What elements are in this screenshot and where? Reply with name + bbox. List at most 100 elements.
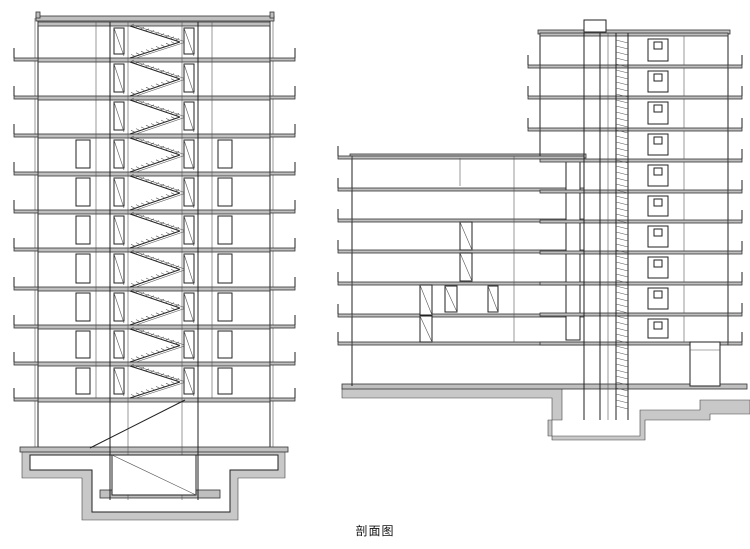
stair-tread [144,178,150,182]
core-door-left [113,177,125,207]
stair-tread [170,116,176,119]
stair-tread [134,25,140,28]
stair-tread [140,88,146,92]
stair-flight-edge [135,307,187,326]
stair-tread [169,36,175,40]
low-block-balcony [337,155,353,160]
stair-tread [154,106,160,109]
shaft-ladder-rung [615,267,629,272]
tower-entry [689,341,721,387]
balcony-left [13,361,39,366]
shaft-ladder-rung [615,351,629,356]
stair-tread [140,164,146,168]
stair-tread [145,389,151,392]
core-door-right [183,101,195,131]
core-door-right [183,215,195,245]
stair-tread [174,113,180,116]
stair-tread [129,59,135,63]
shaft-ladder-rung [615,135,629,140]
tower-floor [539,219,729,224]
stair-tread [169,187,175,190]
stair-tread [130,54,136,57]
stair-tread [159,107,165,111]
shaft-ladder-rung [615,171,629,176]
window-frame-left [75,177,91,207]
stair-tread [175,152,181,156]
stair-tread [149,218,155,222]
stair-tread [160,119,166,123]
floor-slab [37,397,271,403]
stair-tread [159,33,165,36]
door-swing [183,177,195,209]
stair-tread [134,137,140,140]
low-block-balcony [337,218,353,223]
parapet-left [35,11,41,19]
door-swing [183,292,195,324]
stair-tread [129,288,135,292]
balcony-right [269,95,296,100]
low-block-balcony [337,249,353,254]
stair-flight-edge [135,345,187,363]
stair-flight-edge [135,290,187,309]
door-swing [183,27,195,57]
stair-tread [149,66,155,70]
stair-tread [150,161,156,164]
stair-tread [135,90,141,93]
stair-tread [129,97,135,101]
sanitary-icon [653,104,663,113]
door-swing [183,139,195,171]
shaft-ladder-rung [615,39,629,44]
stair-tread [144,293,150,297]
low-block-balcony [337,313,353,318]
floor-slab [37,133,271,139]
shaft-ladder-rung [615,303,629,308]
stair-tread [130,358,136,361]
stair-tread [175,379,181,383]
tower-floor [539,127,729,132]
stair-tread [134,365,140,368]
stair-tread [149,180,155,184]
stair-flight-edge [135,25,187,43]
stair-tread [154,297,160,300]
shaft-ladder-rung [615,183,629,188]
shaft-ladder-rung [615,219,629,224]
shaft-ladder-rung [615,99,629,104]
window-frame-right [217,330,233,359]
tower-balcony-right [727,127,743,132]
stair-tread [145,353,151,356]
stair-tread [139,366,145,370]
stair-tread [140,317,146,321]
stair-tread [145,124,151,128]
door-swing [459,221,473,251]
stair-flight-edge [135,154,187,173]
balcony-left [13,397,39,402]
stair-tread [170,268,176,272]
left-building-section [13,11,296,521]
stair-tread [139,215,145,218]
stair-tread [149,104,155,108]
shaft-ladder-rung [615,393,629,398]
stair-tread [155,46,161,49]
stair-tread [169,302,175,305]
stair-tread [160,348,166,351]
stair-tread [170,192,176,195]
stair-tread [175,343,181,346]
stair-tread [135,242,141,245]
stair-tread [134,61,140,64]
door-swing [183,253,195,286]
door-swing [113,215,125,247]
door-swing [113,292,125,324]
stair-tread [129,363,135,367]
shaft-ladder-rung [615,57,629,62]
balcony-left [13,171,39,176]
stair-tread [150,199,156,202]
stair-tread [135,204,141,207]
stair-tread [159,336,165,340]
core-door-right [183,63,195,93]
stair-tread [170,230,176,233]
sanitary-icon [653,228,663,237]
stair-tread [140,202,146,206]
window-frame-left [75,367,91,395]
stair-tread [164,185,170,189]
shaft-ladder-rung [615,69,629,74]
